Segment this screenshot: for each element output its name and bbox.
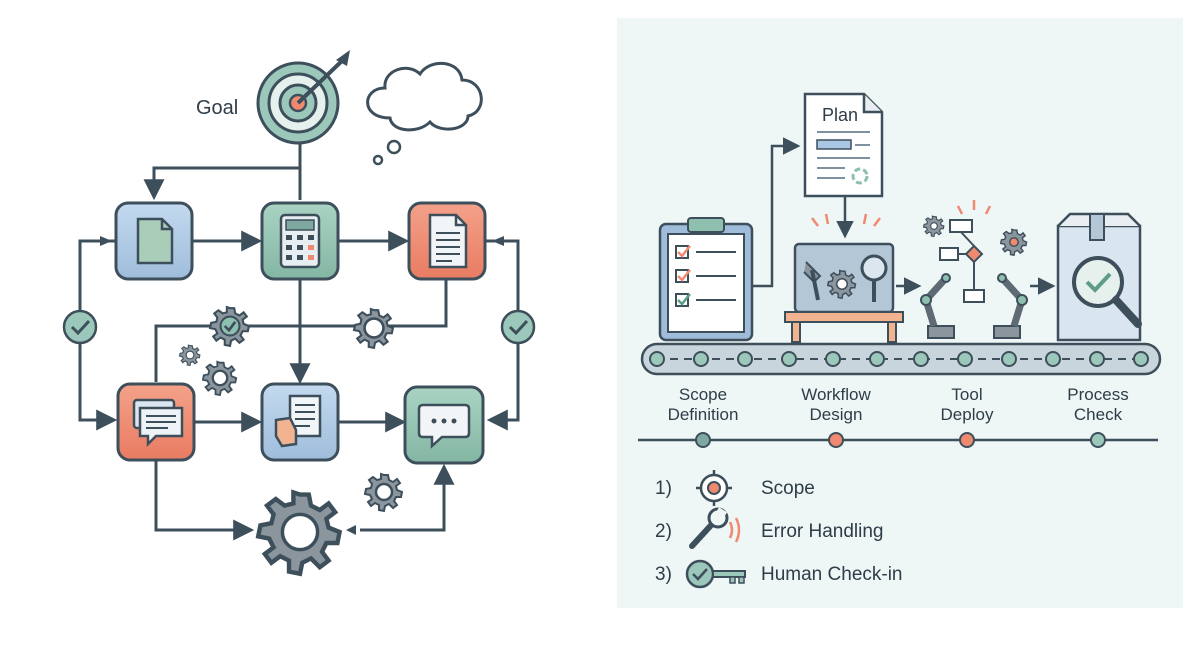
stage-1-line2: Definition: [668, 405, 739, 424]
chat-bubble-icon: [417, 403, 471, 449]
gear-icon-a: [201, 360, 238, 397]
legend-number-3: 3): [655, 564, 672, 585]
document-icon: [136, 217, 174, 265]
gear-icon-c: [364, 473, 403, 512]
legend-label-3: Human Check-in: [761, 564, 903, 585]
small-gear-icon: [179, 344, 201, 367]
stage-4-line1: Process: [1067, 385, 1128, 404]
stage-timeline: [638, 432, 1158, 448]
legend-number-1: 1): [655, 478, 672, 499]
gear-icon-b: [352, 308, 394, 350]
stage-labels: Scope Definition Workflow Design Tool De…: [668, 385, 1129, 424]
stage-4-line2: Check: [1074, 405, 1123, 424]
legend-number-2: 2): [655, 521, 672, 542]
check-circle-icon-right: [500, 309, 536, 345]
wrench-icon: [689, 507, 741, 549]
goal-label: Goal: [196, 97, 238, 119]
legend-label-2: Error Handling: [761, 521, 884, 542]
calculator-icon: [279, 213, 321, 269]
target-icon: [256, 50, 350, 145]
conveyor-belt: [640, 342, 1162, 376]
plan-document: Plan: [803, 92, 884, 198]
robot-arms-flowchart-icon: [920, 200, 1028, 339]
stage-3-line2: Deploy: [941, 405, 994, 424]
document-hand-icon: [274, 394, 322, 448]
plan-label: Plan: [822, 105, 858, 125]
calculator-node: [260, 201, 340, 281]
right-pipeline-panel: Plan: [617, 18, 1183, 608]
report-node: [407, 201, 487, 281]
chat-node: [403, 385, 485, 465]
plan-connectors: [752, 137, 1056, 295]
workbench-icon: [784, 213, 904, 343]
target-icon: [696, 470, 732, 506]
stage-1-line1: Scope: [679, 385, 727, 404]
inspection-box-icon: [1056, 212, 1142, 342]
large-gear-icon: [258, 492, 339, 573]
gear-check-icon: [209, 306, 250, 348]
chat-folder-icon: [132, 398, 184, 448]
left-flow-panel: Goal: [62, 50, 536, 574]
check-circle-icon-left: [62, 309, 98, 345]
stage-2-line2: Design: [810, 405, 863, 424]
stage-2-line1: Workflow: [801, 385, 871, 404]
clipboard-checklist-icon: [658, 217, 754, 342]
legend-label-1: Scope: [761, 478, 815, 499]
report-icon: [428, 213, 468, 269]
document-node: [114, 201, 194, 281]
stage-3-line1: Tool: [951, 385, 982, 404]
thought-cloud-icon: [366, 61, 483, 166]
messages-node: [116, 382, 196, 462]
check-key-icon: [685, 559, 746, 589]
review-node: [260, 382, 340, 462]
legend: 1) Scope 2) Error Handling 3): [655, 470, 903, 589]
